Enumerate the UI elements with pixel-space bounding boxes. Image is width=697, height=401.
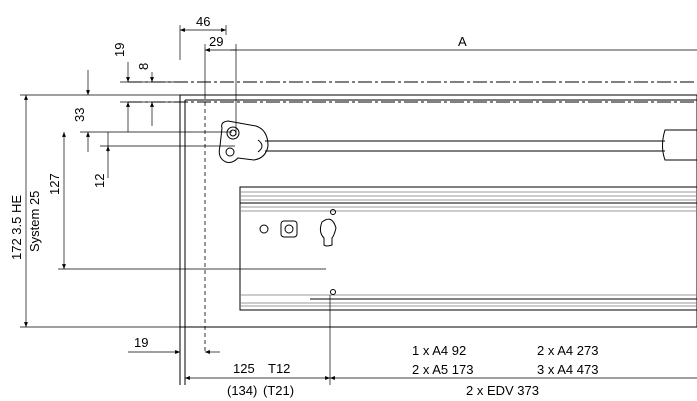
note-4: 3 x A4 473: [537, 362, 598, 377]
dim-12-label: 12: [92, 174, 107, 188]
system-label: System 25: [27, 191, 42, 252]
dims-33-12: [80, 70, 235, 178]
dim-125-label: 125: [233, 361, 255, 376]
note-2: 2 x A4 273: [537, 343, 598, 358]
dim-29-label: 29: [209, 34, 223, 49]
dim-t21-label: (T21): [263, 383, 294, 398]
note-5: 2 x EDV 373: [466, 383, 539, 398]
dim-8-label: 8: [136, 63, 151, 70]
small-vertical-dims: [120, 62, 180, 132]
frame: [179, 94, 697, 385]
dim-134-label: (134): [227, 383, 257, 398]
dim-19-bottom-label: 19: [134, 335, 148, 350]
dim-t12-label: T12: [268, 361, 290, 376]
bracket: [218, 120, 269, 163]
bottom-dims: [128, 295, 697, 385]
dim-33-label: 33: [72, 108, 87, 122]
dim-127-label: 127: [47, 173, 62, 195]
hanging-rail: [265, 129, 697, 161]
dim-172-label: 172 3.5 HE: [9, 195, 24, 260]
dim-a-label: A: [458, 34, 467, 49]
note-3: 2 x A5 173: [412, 362, 473, 377]
panel: [239, 186, 697, 311]
top-dimensions: [179, 25, 697, 135]
dim-19-top-label: 19: [112, 43, 127, 57]
dim-46-label: 46: [196, 14, 210, 29]
note-1: 1 x A4 92: [412, 343, 466, 358]
